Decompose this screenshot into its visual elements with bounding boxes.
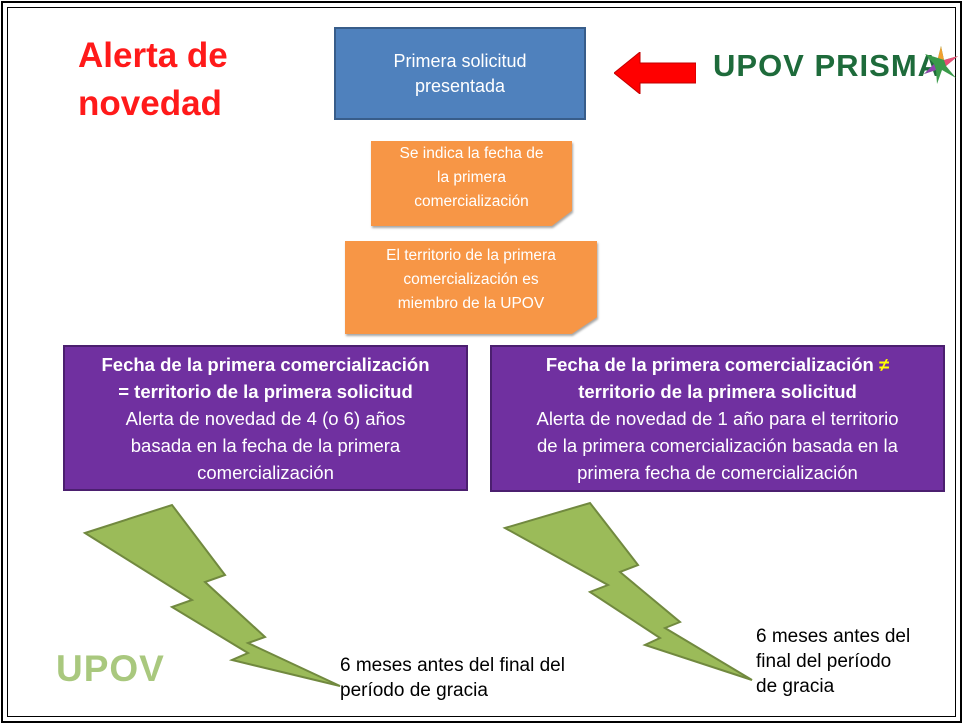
upov-footer-logo: UPOV xyxy=(56,648,165,689)
not-equal-symbol: ≠ xyxy=(879,354,890,375)
note-territory-line-1: El territorio de la primera xyxy=(386,247,556,264)
case-neq-body-2: de la primera comercialización basada en… xyxy=(537,435,898,456)
note-territory-line-3: miembro de la UPOV xyxy=(397,295,545,312)
territory-member-note: El territorio de la primera comercializa… xyxy=(345,241,597,334)
note-territory-line-2: comercialización es xyxy=(403,271,539,288)
first-marketing-date-note: Se indica la fecha de la primera comerci… xyxy=(371,141,572,226)
upov-prisma-logo: UPOV PRISMA xyxy=(713,48,942,83)
right-caption-line-2: final del período xyxy=(756,651,892,672)
case-equal-body-1: Alerta de novedad de 4 (o 6) años xyxy=(125,408,406,429)
case-equal-territory-box: Fecha de la primera comercialización = t… xyxy=(63,345,468,491)
case-neq-heading-2: territorio de la primera solicitud xyxy=(578,381,857,402)
prisma-star-icon xyxy=(924,46,958,84)
left-caption: 6 meses antes del final del período de g… xyxy=(340,653,565,703)
case-neq-body-1: Alerta de novedad de 1 año para el terri… xyxy=(536,408,899,429)
slide-title: Alerta de novedad xyxy=(78,32,228,128)
right-caption-line-3: de gracia xyxy=(756,676,835,697)
title-line-2: novedad xyxy=(78,84,222,123)
case-equal-body-2: basada en la fecha de la primera xyxy=(130,435,401,456)
case-neq-body-3: primera fecha de comercialización xyxy=(577,462,858,483)
first-application-line-1: Primera solicitud xyxy=(393,51,527,71)
case-neq-heading-1-row: Fecha de la primera comercialización ≠ xyxy=(492,351,943,378)
first-application-line-2: presentada xyxy=(414,76,506,96)
case-neq-heading-1: Fecha de la primera comercialización xyxy=(545,354,879,375)
note-date-line-1: Se indica la fecha de xyxy=(399,145,544,162)
red-arrow-icon xyxy=(614,52,696,94)
case-different-territory-box: Fecha de la primera comercialización ≠ t… xyxy=(490,345,945,492)
first-application-box: Primera solicitud presentada xyxy=(334,27,586,120)
right-caption-line-1: 6 meses antes del xyxy=(756,626,911,647)
note-date-line-3: comercialización xyxy=(414,193,529,210)
left-caption-line-1: 6 meses antes del final del xyxy=(340,655,565,676)
case-equal-heading-1: Fecha de la primera comercialización xyxy=(101,354,430,375)
case-equal-heading-2: = territorio de la primera solicitud xyxy=(118,381,413,402)
case-equal-body-3: comercialización xyxy=(197,462,334,483)
right-caption: 6 meses antes del final del período de g… xyxy=(756,624,910,699)
inner-frame xyxy=(7,7,956,717)
note-date-line-2: la primera xyxy=(437,169,506,186)
left-caption-line-2: período de gracia xyxy=(340,680,488,701)
title-line-1: Alerta de xyxy=(78,36,228,75)
